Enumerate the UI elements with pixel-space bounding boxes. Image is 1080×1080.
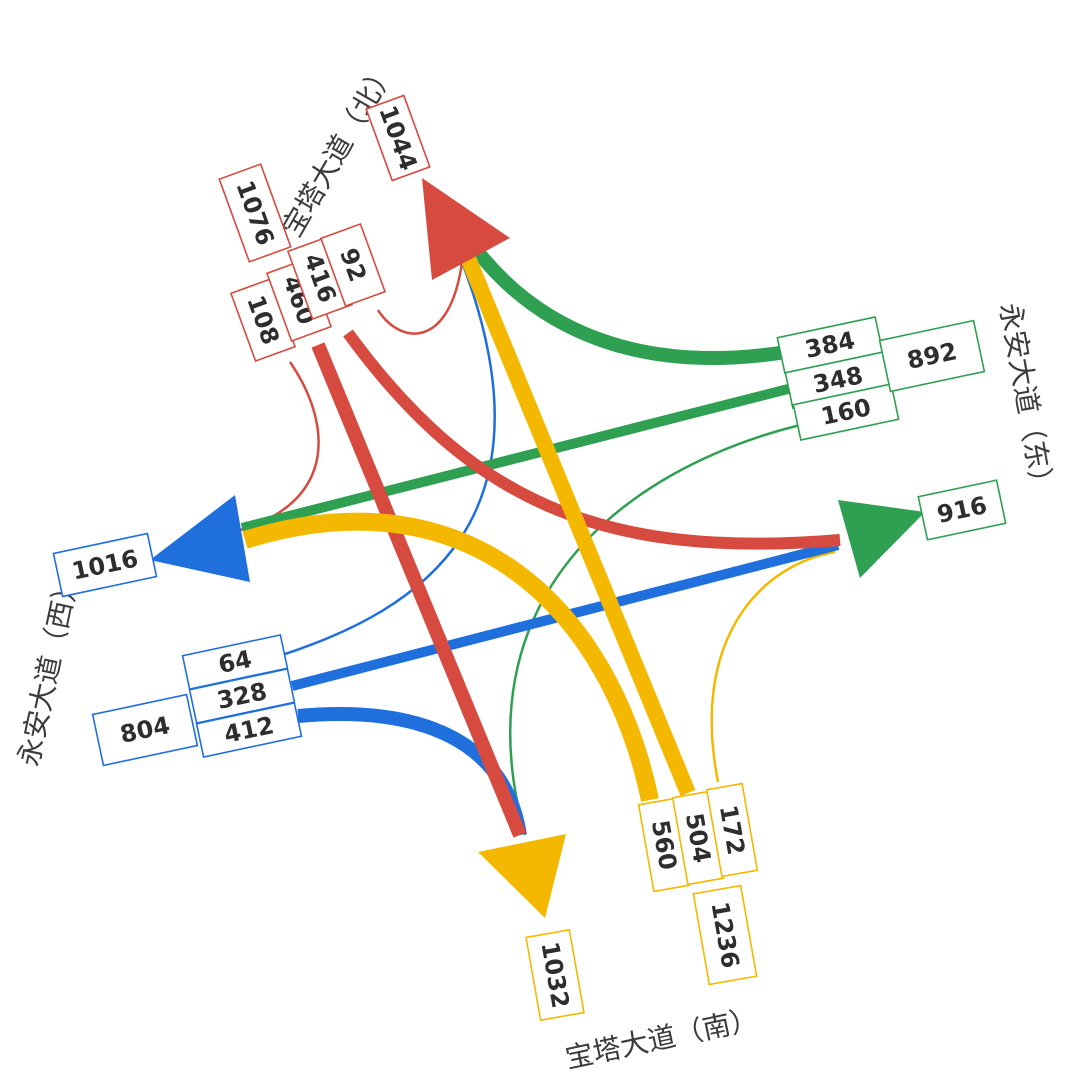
flow-north-to-south [311,342,527,838]
flow-south-to-north [460,254,696,797]
road-west-label: 永安大道（西） [12,570,85,769]
east-in-box [878,319,986,393]
north-out-box [365,94,431,182]
flow-east-to-south [508,423,801,836]
flow-east-to-north [472,247,788,365]
flow-lines [239,247,841,838]
west-to-north: 64 [216,645,254,679]
south-out-box [525,928,585,1022]
flow-north-to-east [343,329,841,550]
west-lane-box [195,702,303,758]
west-labels: 永安大道（西） 1016 804 64 328 412 [12,532,303,769]
east-lane-box [792,383,900,441]
south-lane-box [705,782,759,878]
arrow-south-exit-icon [478,834,566,918]
west-in-box [91,693,199,767]
flow-north-u-turn [239,361,320,532]
west-out-box [52,532,158,598]
east-labels: 永安大道（东） 384 348 160 892 916 [776,300,1060,541]
flow-north-to-north-loop [376,261,464,335]
arrow-west-exit-icon [150,495,250,582]
east-out-box [917,479,1007,541]
south-in-box [692,884,758,986]
south-labels: 宝塔大道（南） 560 504 172 1236 1032 [525,782,761,1075]
flow-south-to-west [242,512,659,802]
north-lane-box [319,222,387,308]
road-south-label: 宝塔大道（南） [562,1002,761,1075]
north-in-box [218,163,292,263]
flow-west-to-south [297,707,527,837]
arrowheads [150,178,925,918]
road-east-label: 永安大道（东） [993,300,1060,499]
arrow-north-exit-icon [422,178,510,280]
flow-east-to-west [240,383,794,533]
arrow-east-exit-icon [838,500,925,578]
flow-south-to-east [710,550,836,783]
north-labels: 宝塔大道（北） 1044 1076 108 460 416 92 [218,56,431,363]
